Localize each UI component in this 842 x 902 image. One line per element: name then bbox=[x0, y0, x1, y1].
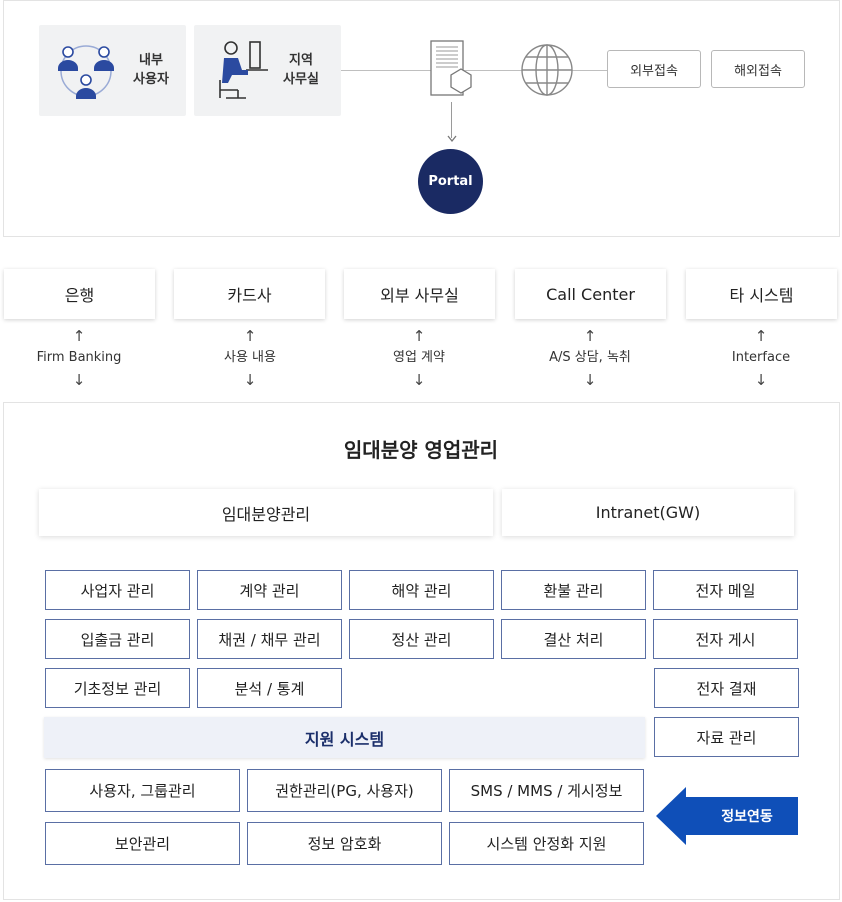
down-arrow-icon: ↓ bbox=[412, 371, 426, 389]
ext-card-link: ↑ 사용 내용 ↓ bbox=[165, 326, 335, 390]
ext-office-box: 외부 사무실 bbox=[344, 269, 495, 319]
ext-office-link: ↑ 영업 계약 ↓ bbox=[334, 326, 504, 390]
ext-card-box: 카드사 bbox=[174, 269, 325, 319]
down-arrow-icon: ↓ bbox=[72, 371, 86, 389]
link-label: 사용 내용 bbox=[224, 350, 276, 365]
up-arrow-icon: ↑ bbox=[72, 327, 86, 345]
ext-callcenter-link: ↑ A/S 상담, 녹취 ↓ bbox=[505, 326, 675, 390]
up-arrow-icon: ↑ bbox=[754, 327, 768, 345]
module-stabilization[interactable]: 시스템 안정화 지원 bbox=[449, 822, 644, 865]
left-arrow-icon bbox=[656, 787, 798, 845]
module-contract[interactable]: 계약 관리 bbox=[197, 570, 342, 610]
portal-node[interactable]: Portal bbox=[418, 149, 483, 214]
ext-bank-box: 은행 bbox=[4, 269, 155, 319]
down-arrowhead-icon bbox=[447, 135, 457, 143]
module-bulletin[interactable]: 전자 게시 bbox=[653, 619, 798, 659]
external-access-button[interactable]: 외부접속 bbox=[607, 50, 701, 88]
module-analysis-stats[interactable]: 분석 / 통계 bbox=[197, 668, 342, 708]
module-cancellation[interactable]: 해약 관리 bbox=[349, 570, 494, 610]
regional-office-label: 지역 사무실 bbox=[283, 53, 319, 87]
module-security[interactable]: 보안관리 bbox=[45, 822, 240, 865]
lease-management-box: 임대분양관리 bbox=[39, 489, 493, 536]
main-title: 임대분양 영업관리 bbox=[343, 438, 499, 462]
up-arrow-icon: ↑ bbox=[243, 327, 257, 345]
down-arrow-icon: ↓ bbox=[243, 371, 257, 389]
server-icon bbox=[430, 40, 472, 96]
module-deposit-withdrawal[interactable]: 입출금 관리 bbox=[45, 619, 190, 659]
up-arrow-icon: ↑ bbox=[412, 327, 426, 345]
module-receivables-payables[interactable]: 채권 / 채무 관리 bbox=[197, 619, 342, 659]
module-permission[interactable]: 권한관리(PG, 사용자) bbox=[247, 769, 442, 812]
down-arrow-icon: ↓ bbox=[583, 371, 597, 389]
link-label: 영업 계약 bbox=[393, 350, 445, 365]
module-settlement[interactable]: 정산 관리 bbox=[349, 619, 494, 659]
internal-user-label: 내부 사용자 bbox=[133, 53, 169, 87]
intranet-box: Intranet(GW) bbox=[502, 489, 794, 536]
info-link-arrow: 정보연동 bbox=[656, 787, 798, 845]
module-refund[interactable]: 환불 관리 bbox=[501, 570, 646, 610]
network-line bbox=[341, 70, 607, 71]
portal-connector bbox=[451, 102, 452, 138]
ext-other-system-link: ↑ Interface ↓ bbox=[676, 326, 842, 390]
office-worker-icon bbox=[219, 41, 268, 99]
users-icon bbox=[58, 45, 114, 99]
module-sms-mms[interactable]: SMS / MMS / 게시정보 bbox=[449, 769, 644, 812]
module-email[interactable]: 전자 메일 bbox=[653, 570, 798, 610]
module-approval[interactable]: 전자 결재 bbox=[654, 668, 799, 708]
link-label: A/S 상담, 녹취 bbox=[549, 350, 631, 365]
overseas-access-button[interactable]: 해외접속 bbox=[711, 50, 805, 88]
info-link-label: 정보연동 bbox=[721, 809, 773, 825]
regional-office-box: 지역 사무실 bbox=[194, 25, 341, 116]
ext-bank-link: ↑ Firm Banking ↓ bbox=[0, 326, 164, 390]
internal-user-box: 내부 사용자 bbox=[39, 25, 186, 116]
module-user-group[interactable]: 사용자, 그룹관리 bbox=[45, 769, 240, 812]
globe-icon bbox=[521, 44, 573, 96]
module-business-operator[interactable]: 사업자 관리 bbox=[45, 570, 190, 610]
module-base-info[interactable]: 기초정보 관리 bbox=[45, 668, 190, 708]
ext-callcenter-box: Call Center bbox=[515, 269, 666, 319]
ext-other-system-box: 타 시스템 bbox=[686, 269, 837, 319]
up-arrow-icon: ↑ bbox=[583, 327, 597, 345]
module-closing[interactable]: 결산 처리 bbox=[501, 619, 646, 659]
module-encryption[interactable]: 정보 암호화 bbox=[247, 822, 442, 865]
module-document[interactable]: 자료 관리 bbox=[654, 717, 799, 757]
link-label: Interface bbox=[731, 350, 791, 365]
link-label: Firm Banking bbox=[36, 350, 122, 365]
down-arrow-icon: ↓ bbox=[754, 371, 768, 389]
support-system-bar: 지원 시스템 bbox=[44, 717, 645, 758]
